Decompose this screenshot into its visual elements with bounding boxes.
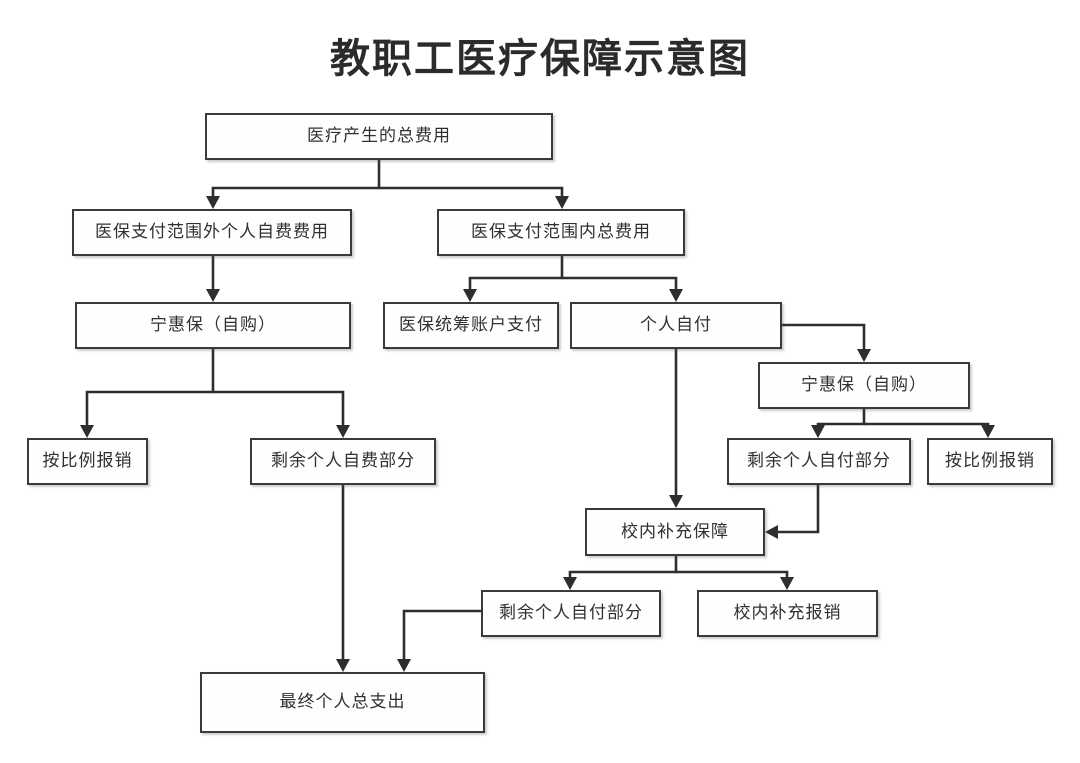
- arrowhead: [669, 495, 683, 508]
- page-title: 教职工医疗保障示意图: [330, 37, 750, 81]
- edge-self-pay-to-ninghuibao2: [782, 323, 866, 352]
- node-remaining-personal-self-fee[interactable]: 剩余个人自费部分: [250, 438, 436, 485]
- arrowhead: [811, 425, 825, 438]
- node-label: 校内补充保障: [621, 521, 729, 541]
- arrowhead: [397, 659, 411, 672]
- node-proportional-reimbursement-left[interactable]: 按比例报销: [27, 438, 148, 485]
- node-ninghuibao-self-purchase-left[interactable]: 宁惠保（自购）: [75, 302, 351, 349]
- edge-inside-to-self-pay: [562, 276, 678, 292]
- node-ninghuibao-self-purchase-right[interactable]: 宁惠保（自购）: [758, 362, 970, 409]
- node-remaining-personal-self-pay-upper[interactable]: 剩余个人自付部分: [727, 438, 911, 485]
- node-label: 宁惠保（自购）: [150, 315, 276, 335]
- node-label: 宁惠保（自购）: [801, 375, 927, 395]
- node-label: 医保支付范围外个人自费费用: [95, 222, 329, 242]
- node-outside-coverage-self-paid[interactable]: 医保支付范围外个人自费费用: [72, 209, 352, 256]
- node-inside-coverage-total[interactable]: 医保支付范围内总费用: [437, 209, 685, 256]
- node-label: 校内补充报销: [733, 603, 842, 623]
- node-label: 按比例报销: [945, 451, 1035, 471]
- node-label: 剩余个人自付部分: [747, 451, 891, 471]
- edge-campus-supplement-to-remaining-selfpay2: [568, 556, 678, 580]
- arrowhead: [780, 577, 794, 590]
- node-campus-supplementary-coverage[interactable]: 校内补充保障: [585, 508, 765, 556]
- edge-remaining-selfpay-to-campus-supplement: [775, 485, 820, 534]
- node-pooled-account-payment[interactable]: 医保统筹账户支付: [383, 302, 559, 349]
- node-label: 医保统筹账户支付: [399, 315, 543, 335]
- arrowhead: [336, 425, 350, 438]
- arrowhead: [981, 425, 995, 438]
- node-proportional-reimbursement-right[interactable]: 按比例报销: [927, 438, 1053, 485]
- node-label: 个人自付: [640, 315, 712, 335]
- edge-ninghuibao2-to-proportional2: [864, 422, 990, 428]
- arrowhead: [669, 289, 683, 302]
- node-label: 医疗产生的总费用: [307, 126, 451, 146]
- arrowhead: [563, 577, 577, 590]
- node-total-medical-cost[interactable]: 医疗产生的总费用: [205, 113, 553, 160]
- node-label: 按比例报销: [42, 451, 133, 471]
- node-label: 最终个人总支出: [279, 692, 406, 712]
- arrowhead: [555, 196, 569, 209]
- node-label: 剩余个人自费部分: [271, 451, 415, 471]
- edge-ninghuibao-to-remaining-selffee: [213, 390, 345, 428]
- edge-ninghuibao2-to-remaining-selfpay: [816, 409, 866, 428]
- node-final-personal-total-expense[interactable]: 最终个人总支出: [200, 672, 485, 733]
- edge-total-to-inside: [379, 186, 564, 199]
- arrowhead: [206, 289, 220, 302]
- node-remaining-personal-self-pay-lower[interactable]: 剩余个人自付部分: [481, 590, 661, 637]
- node-campus-supplementary-reimbursement[interactable]: 校内补充报销: [697, 590, 878, 637]
- arrowhead: [765, 525, 778, 539]
- arrowhead: [463, 289, 477, 302]
- arrowhead: [857, 349, 871, 362]
- edge-campus-supplement-to-campus-reimburse: [676, 570, 789, 580]
- edge-remaining-selfpay2-to-final-total: [402, 609, 481, 662]
- node-personal-self-pay[interactable]: 个人自付: [570, 302, 782, 349]
- edge-total-to-outside: [211, 160, 381, 199]
- arrowhead: [80, 425, 94, 438]
- arrowhead: [206, 196, 220, 209]
- edge-ninghuibao-to-proportional: [85, 349, 215, 428]
- node-label: 医保支付范围内总费用: [471, 222, 651, 242]
- edge-inside-to-pool-account: [468, 256, 564, 292]
- arrowhead: [336, 659, 350, 672]
- node-label: 剩余个人自付部分: [499, 603, 643, 623]
